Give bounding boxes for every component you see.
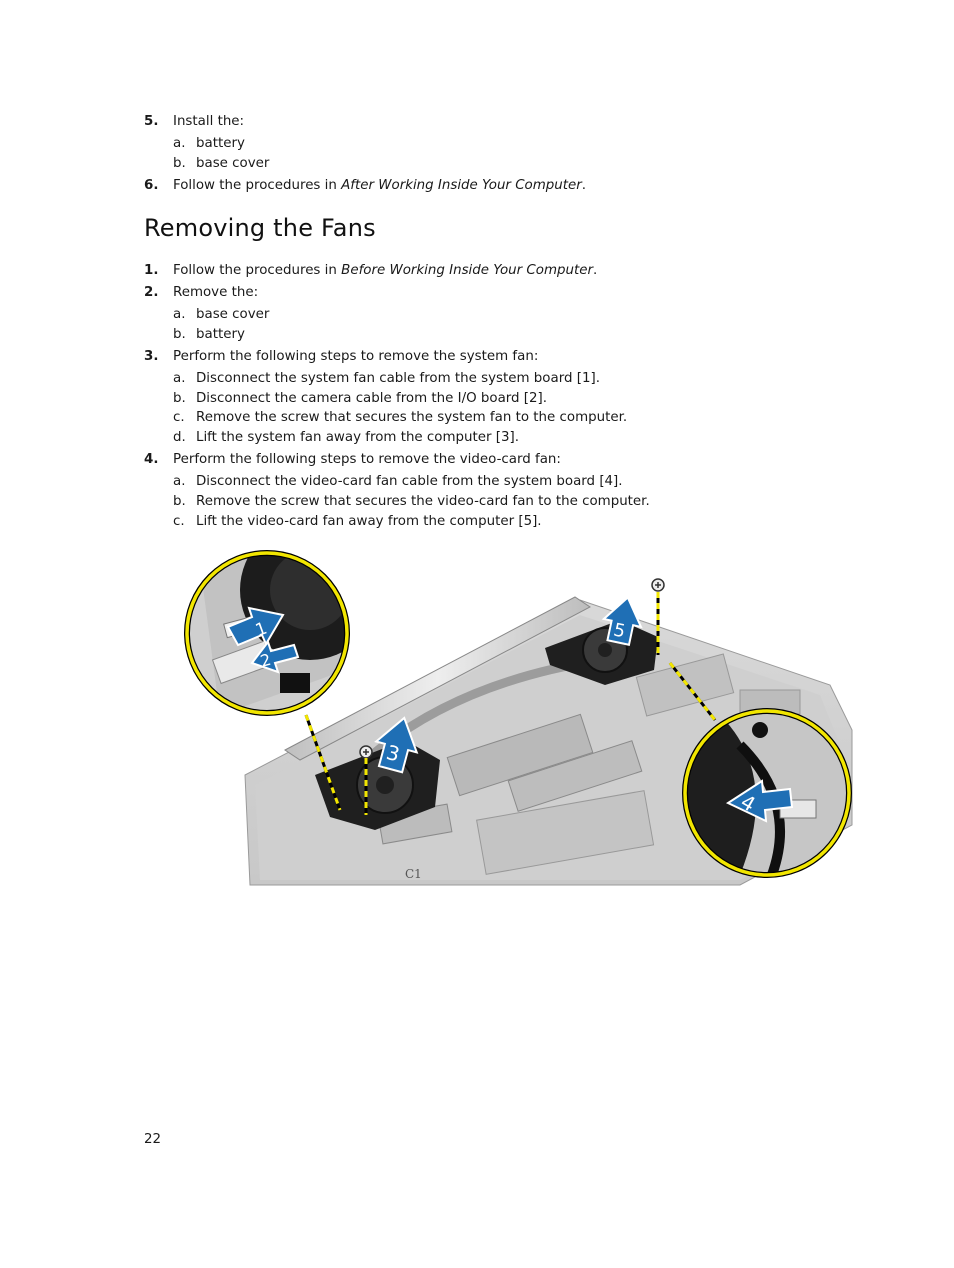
section-heading: Removing the Fans xyxy=(144,214,376,242)
callout-number: 3 xyxy=(384,740,403,766)
step-number: 2. xyxy=(144,285,159,300)
callout-1-arrow: 1 xyxy=(226,606,285,647)
step-text-after: . xyxy=(581,178,587,193)
sub-letter: c. xyxy=(173,514,185,529)
step-number: 1. xyxy=(144,263,159,278)
step-text: Perform the following steps to remove th… xyxy=(173,349,539,364)
sub-letter: a. xyxy=(173,371,186,386)
step-text: Follow the procedures in Before Working … xyxy=(173,262,597,280)
callout-4-arrow: 4 xyxy=(725,779,794,823)
callout-2-arrow: 2 xyxy=(250,639,300,674)
sub-letter: c. xyxy=(173,410,185,425)
sub-letter: b. xyxy=(173,327,186,342)
screw-icon xyxy=(651,578,665,592)
sub-letter: a. xyxy=(173,136,186,151)
sub-letter: d. xyxy=(173,430,186,445)
callout-number: 2 xyxy=(258,650,273,671)
sub-text: base cover xyxy=(196,307,270,322)
fan-removal-figure: C1 xyxy=(180,545,860,890)
sub-letter: a. xyxy=(173,474,186,489)
step-text-before: Follow the procedures in xyxy=(173,178,342,193)
step-number: 6. xyxy=(144,178,159,193)
leader-lines xyxy=(304,592,717,815)
sub-letter: a. xyxy=(173,307,186,322)
sub-letter: b. xyxy=(173,494,186,509)
sub-letter: b. xyxy=(173,391,186,406)
callout-magnifier-right: 4 xyxy=(682,708,852,878)
sub-text: base cover xyxy=(196,156,270,171)
screw-icon xyxy=(359,745,373,759)
step-text-after: . xyxy=(592,263,598,278)
sub-text: Disconnect the video-card fan cable from… xyxy=(196,474,623,489)
step-text: Perform the following steps to remove th… xyxy=(173,452,561,467)
sub-letter: b. xyxy=(173,156,186,171)
page-number: 22 xyxy=(144,1132,162,1147)
step-number: 5. xyxy=(144,114,159,129)
callout-3-arrow: 3 xyxy=(374,716,419,774)
step-text: Remove the: xyxy=(173,285,259,300)
sub-text: Remove the screw that secures the system… xyxy=(196,410,628,425)
step-text: Install the: xyxy=(173,114,245,129)
sub-text: Lift the video-card fan away from the co… xyxy=(196,514,542,529)
step-number: 4. xyxy=(144,452,159,467)
step-text: Follow the procedures in After Working I… xyxy=(173,177,586,195)
sub-text: battery xyxy=(196,327,245,342)
callout-magnifier-left: 1 2 xyxy=(184,550,350,716)
callout-5-arrow: 5 xyxy=(601,595,643,646)
step-text-italic: Before Working Inside Your Computer xyxy=(341,263,593,278)
step-number: 3. xyxy=(144,349,159,364)
callout-number: 5 xyxy=(612,620,628,643)
step-text-before: Follow the procedures in xyxy=(173,263,342,278)
sub-text: Disconnect the camera cable from the I/O… xyxy=(196,391,548,406)
board-label: C1 xyxy=(405,867,422,881)
step-text-italic: After Working Inside Your Computer xyxy=(341,178,582,193)
sub-text: Lift the system fan away from the comput… xyxy=(196,430,519,445)
sub-text: Disconnect the system fan cable from the… xyxy=(196,371,600,386)
sub-text: Remove the screw that secures the video-… xyxy=(196,494,650,509)
sub-text: battery xyxy=(196,136,245,151)
